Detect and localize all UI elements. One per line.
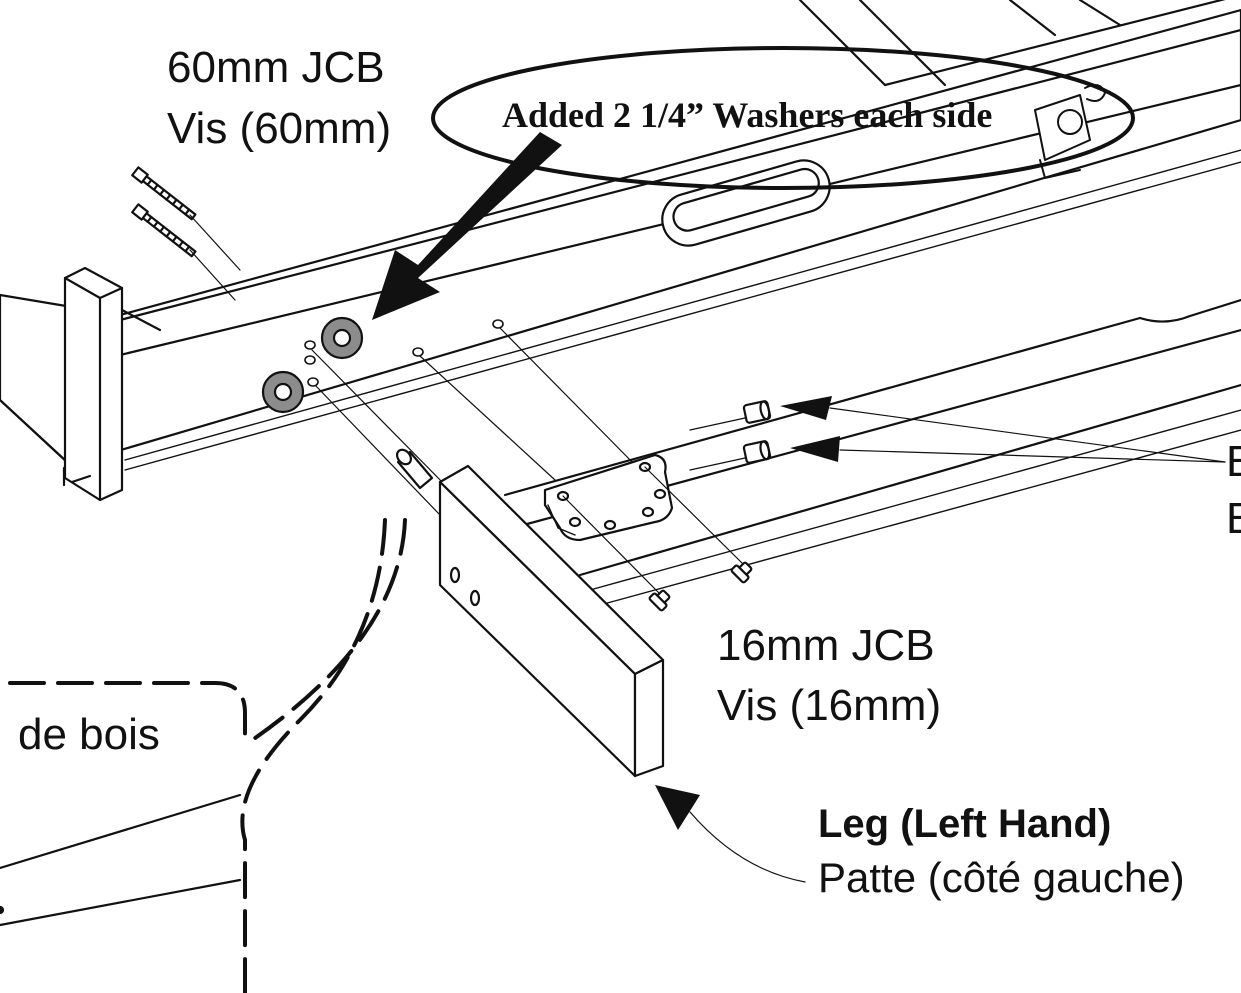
annotation-text: Added 2 1/4” Washers each side bbox=[502, 95, 993, 135]
barrel-nut-en-label: B bbox=[1226, 440, 1241, 484]
barrel-nut-leaders bbox=[780, 396, 1226, 463]
end-post bbox=[62, 266, 162, 502]
dowel bbox=[396, 448, 434, 490]
screws-60mm bbox=[131, 166, 241, 301]
leg-board bbox=[438, 464, 665, 778]
annotation-callout bbox=[372, 46, 1135, 320]
washers bbox=[261, 316, 364, 414]
leg-en-label: Leg (Left Hand) bbox=[818, 802, 1112, 846]
lower-rail bbox=[503, 298, 1241, 606]
screw-60-fr-label: Vis (60mm) bbox=[167, 104, 392, 153]
corner-bracket bbox=[543, 453, 743, 595]
bed-slats bbox=[798, 0, 1226, 87]
screw-16-code-label: 16mm JCB bbox=[717, 621, 935, 670]
rail-holes bbox=[304, 319, 641, 516]
screw-16-fr-label: Vis (16mm) bbox=[717, 681, 942, 730]
callout-dashes bbox=[8, 518, 407, 993]
barrel-nuts bbox=[689, 400, 772, 471]
wood-fr-label: de bois bbox=[18, 710, 160, 759]
barrel-nut-fr-label: B bbox=[1226, 497, 1241, 541]
screws-16mm bbox=[648, 561, 753, 612]
leg-leader bbox=[655, 785, 806, 883]
screw-60-code-label: 60mm JCB bbox=[167, 43, 385, 92]
inset-board bbox=[0, 793, 242, 927]
rail-handle-slot bbox=[661, 159, 831, 247]
leg-fr-label: Patte (côté gauche) bbox=[818, 854, 1185, 901]
